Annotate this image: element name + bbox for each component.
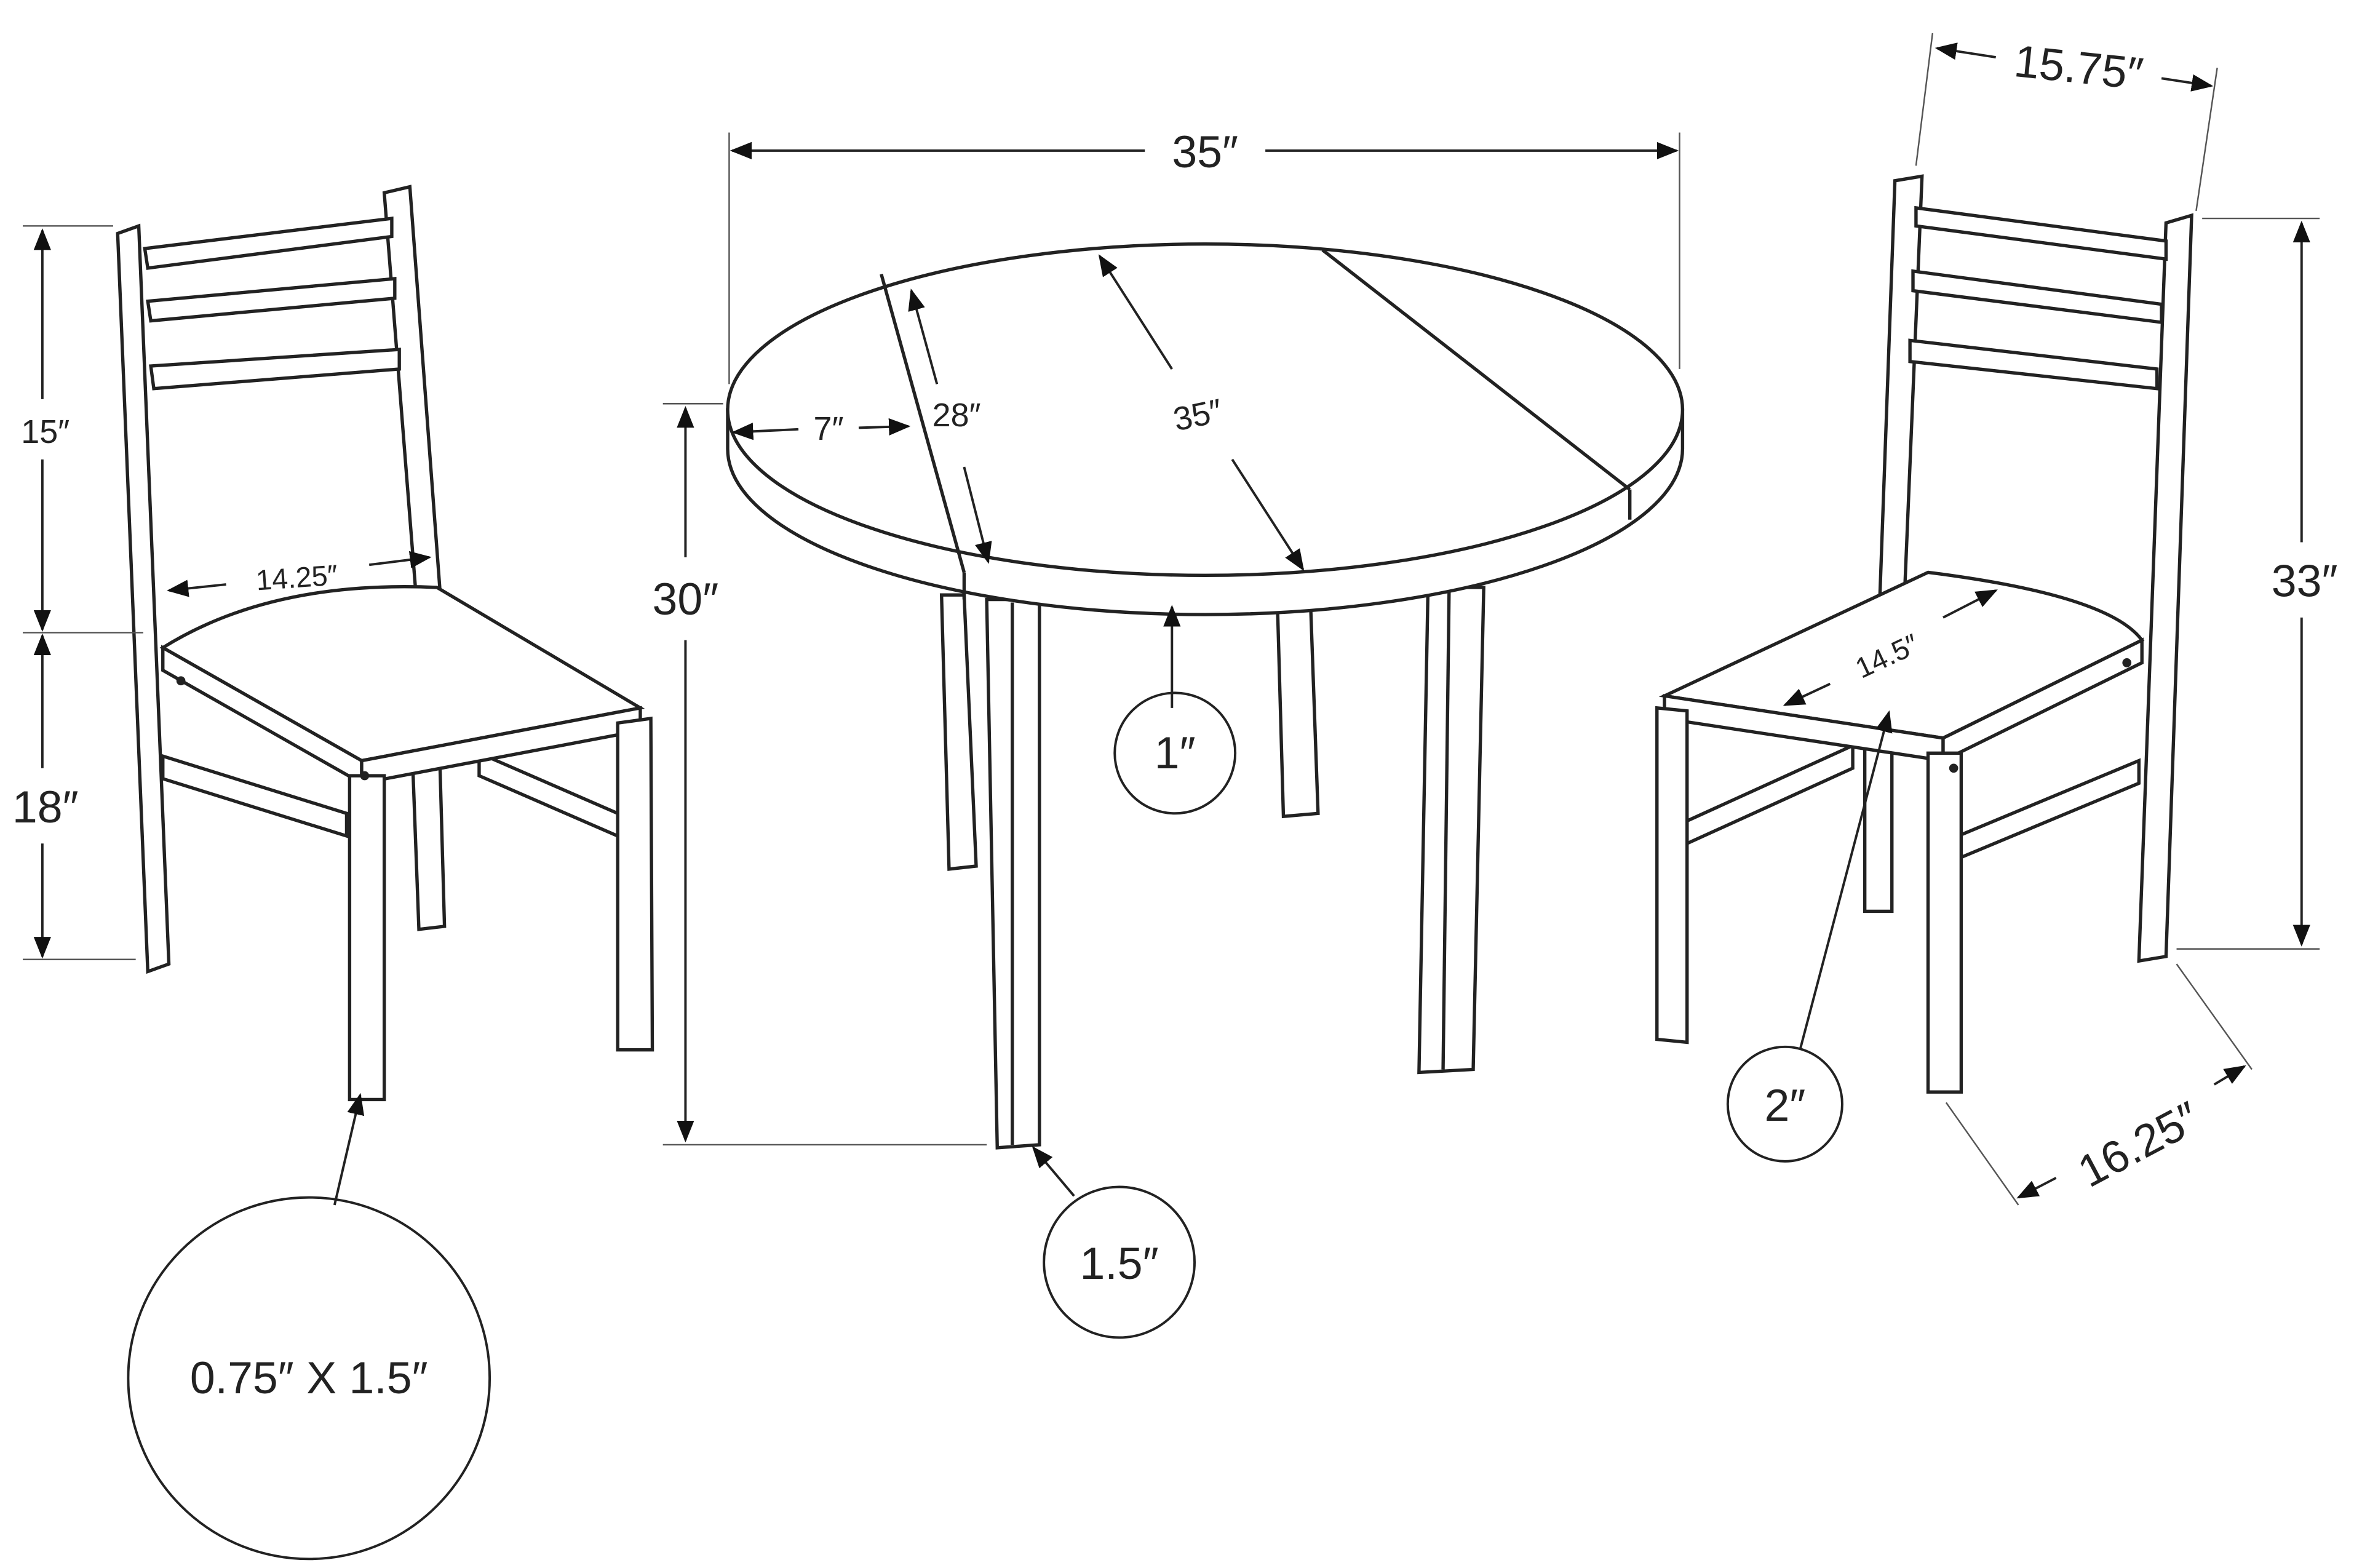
table [726,242,1685,1150]
table-legs [939,586,1485,1150]
table-center-section-label: 28″ [932,397,981,434]
chair-width-label: 15.75″ [2012,36,2145,99]
chair-leg-label: 0.75″ X 1.5″ [190,1353,428,1403]
chair-left [116,185,654,1102]
tabletop [726,242,1685,578]
chair-left-dimensions: 15″ 18″ 14.25″ 0.75″ X 1.5″ [12,225,491,1561]
table-leaf-label: 7″ [814,410,844,447]
chair-leg-callout [127,1196,491,1561]
table-dimensions: 35″ 30″ 7″ 28″ 35″ 1″ 1.5″ [653,127,1680,1339]
tabletop-thickness-callout [1113,691,1237,815]
chair-back-height-label: 15″ [21,413,70,450]
drop-leaf-seam-right [1321,249,1631,491]
table-height-label: 30″ [653,574,719,624]
chair-seat-thickness-label: 2″ [1764,1080,1805,1131]
chair-right [1655,174,2193,1094]
tabletop-thickness-label: 1″ [1155,728,1196,778]
drop-leaf-seam-left [880,273,966,573]
table-leg-callout [1043,1185,1196,1339]
table-width-label: 35″ [1172,127,1238,177]
chair-seat-width-label: 14.25″ [255,559,338,596]
chair-depth-label: 16.25″ [2070,1092,2208,1197]
table-leg-label: 1.5″ [1080,1238,1159,1289]
chair-total-height-label: 33″ [2272,556,2338,607]
chair-seat-thickness-callout [1726,1045,1843,1163]
chair-seat-height-label: 18″ [12,782,79,832]
